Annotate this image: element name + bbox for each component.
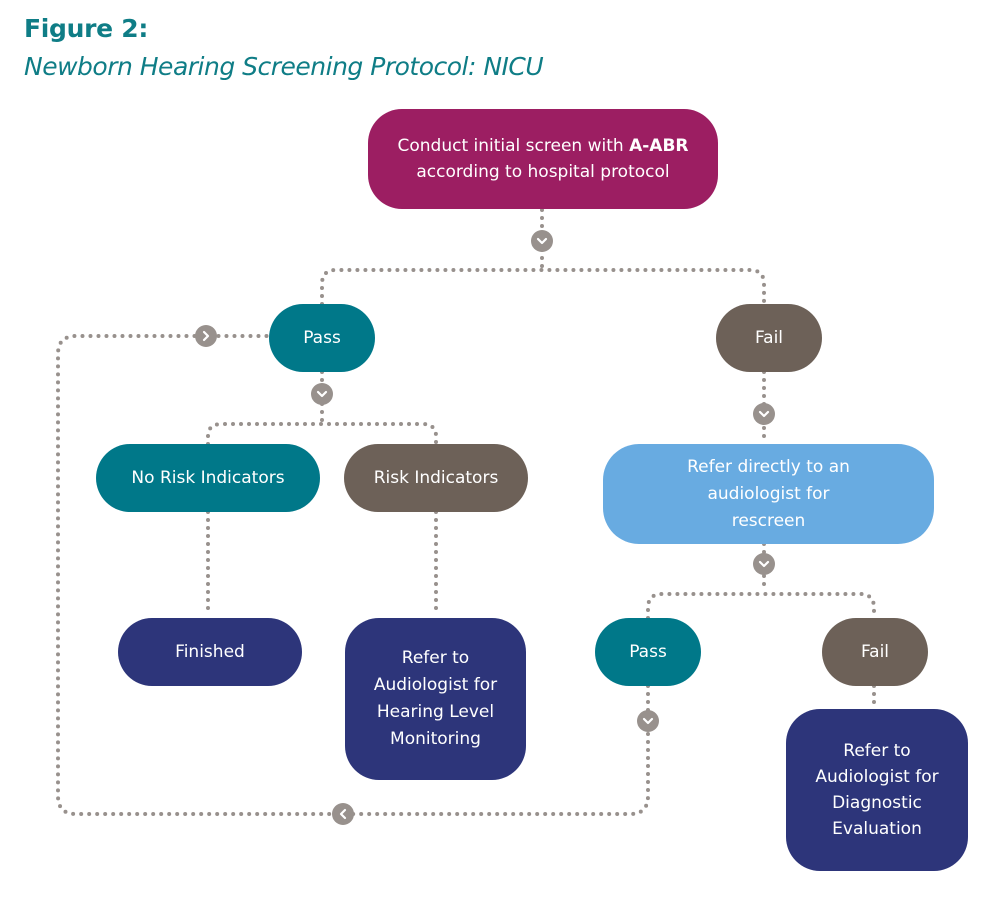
initial-screen-line2: according to hospital protocol: [416, 162, 670, 182]
fail-node: Fail: [716, 304, 822, 372]
refer-monitoring-node: Refer to Audiologist for Hearing Level M…: [345, 618, 526, 780]
refer-rescreen-node: Refer directly to an audiologist for res…: [603, 444, 934, 544]
chevron-down-icon: [637, 710, 659, 732]
chevron-down-icon: [753, 553, 775, 575]
chevron-down-icon: [753, 403, 775, 425]
connector-split-pass: [320, 268, 766, 306]
initial-screen-line1: Conduct initial screen with A-ABR: [397, 136, 689, 156]
fail-rescreen-node: Fail: [822, 618, 928, 686]
figure-label: Figure 2:: [24, 14, 149, 43]
refer-diagnostic-node: Refer to Audiologist for Diagnostic Eval…: [786, 709, 968, 871]
pass-rescreen-node: Pass: [595, 618, 701, 686]
a-abr-emphasis: A-ABR: [629, 136, 689, 156]
figure-title: Newborn Hearing Screening Protocol: NICU: [24, 52, 544, 81]
connector-rescreen-pass-fail: [646, 592, 876, 620]
finished-node: Finished: [118, 618, 302, 686]
chevron-down-icon: [531, 230, 553, 252]
chevron-left-icon: [332, 803, 354, 825]
chevron-right-icon: [195, 325, 217, 347]
risk-indicators-node: Risk Indicators: [344, 444, 528, 512]
no-risk-indicators-node: No Risk Indicators: [96, 444, 320, 512]
initial-screen-node: Conduct initial screen with A-ABR accord…: [368, 109, 718, 209]
chevron-down-icon: [311, 383, 333, 405]
pass-node: Pass: [269, 304, 375, 372]
connector-pass-risk-split: [206, 422, 438, 446]
